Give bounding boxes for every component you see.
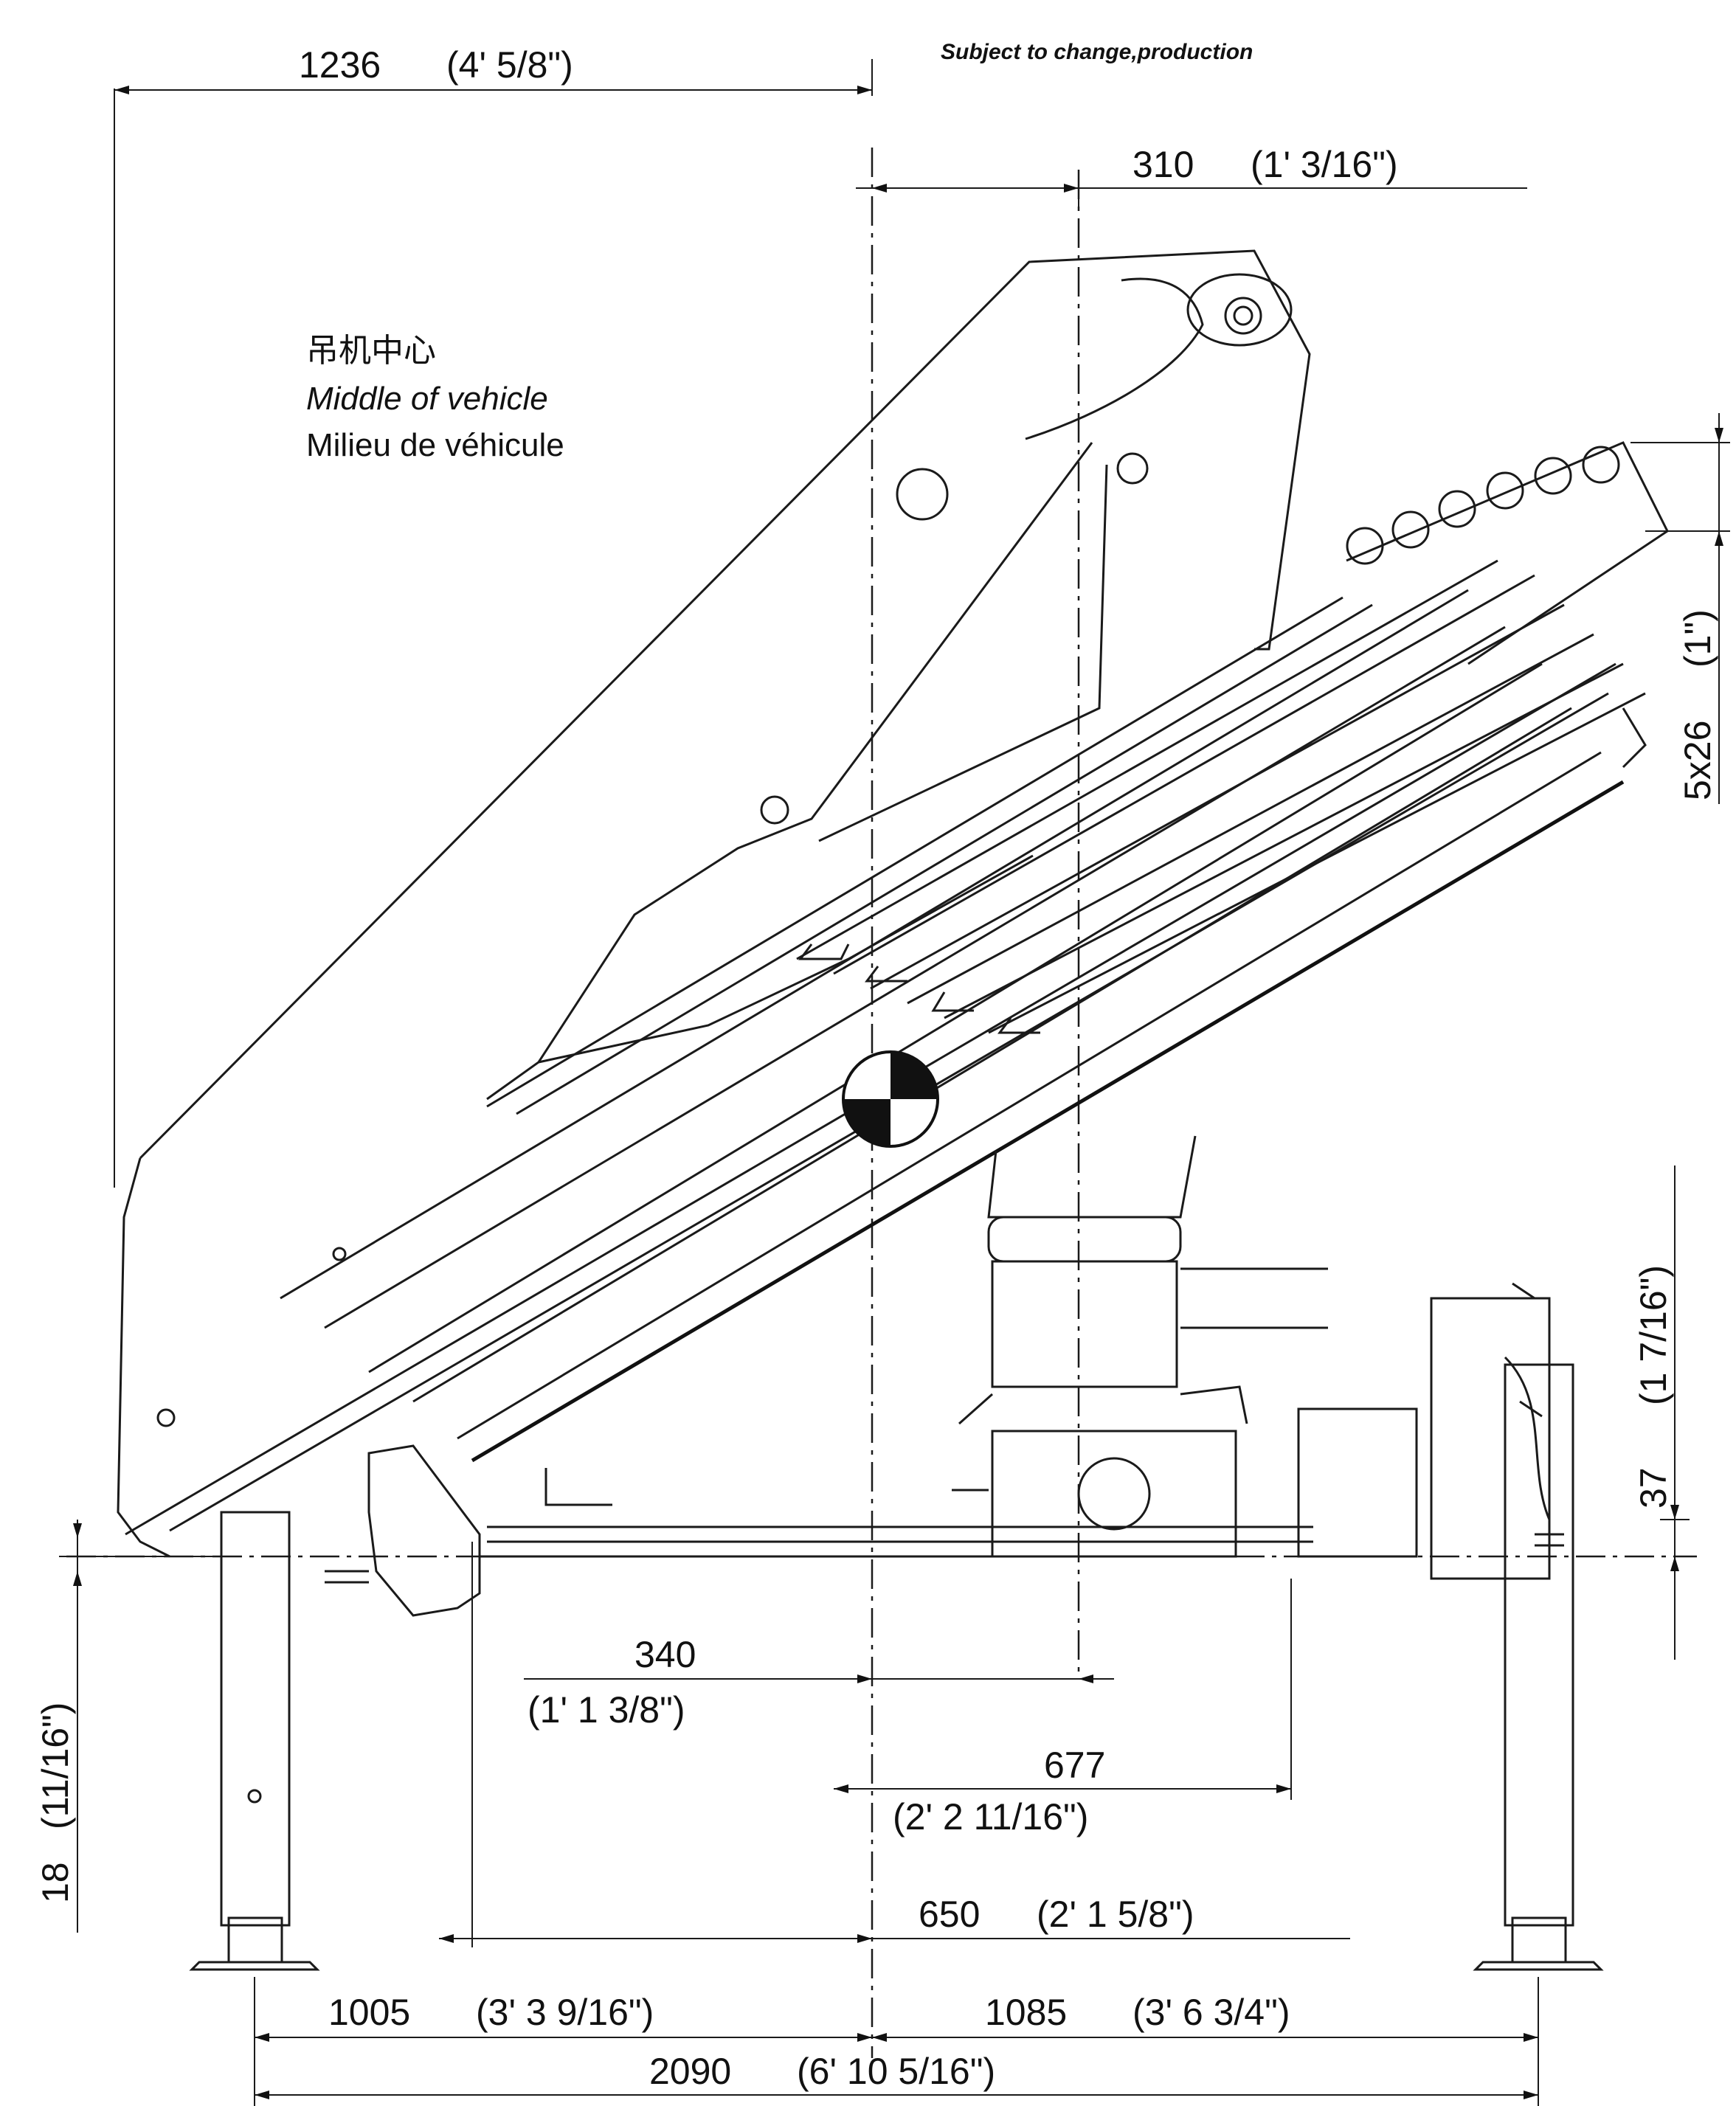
dim-top-offset: 310 — [1132, 144, 1194, 185]
note-text: Subject to change,production — [941, 40, 1253, 64]
dim-right-span-imp: (3' 6 3/4") — [1132, 1992, 1290, 2033]
dim-right-hook-imp: (1") — [1677, 609, 1718, 668]
center-label-fr: Milieu de véhicule — [306, 427, 564, 463]
dim-total-span: 2090 — [649, 2051, 731, 2092]
knuckle-pin-inner — [1233, 305, 1253, 326]
lift-cylinder-rod — [538, 854, 1034, 1064]
knuckle-pin-outer — [1224, 297, 1262, 335]
right-outrigger-leg — [1473, 1363, 1604, 1971]
dim-left-height-imp: (11/16") — [35, 1703, 76, 1829]
knuckle-ring — [1186, 273, 1293, 347]
dim-top-offset-imp: (1' 3/16") — [1251, 144, 1398, 185]
boom-hole-2 — [1116, 452, 1149, 485]
dim-right-height: 37 — [1633, 1467, 1674, 1509]
dimension-lines — [59, 59, 1730, 2106]
dim-total-span-imp: (6' 10 5/16") — [797, 2051, 995, 2092]
inner-boom-base — [117, 1157, 170, 1558]
center-label-en: Middle of vehicle — [306, 381, 548, 417]
dim-650-imp: (2' 1 5/8") — [1037, 1894, 1194, 1935]
center-of-gravity-icon — [842, 1050, 939, 1148]
dim-right-height-imp: (1 7/16") — [1633, 1265, 1674, 1405]
boom-hole-4 — [332, 1247, 347, 1261]
boom-hole-3 — [760, 795, 789, 825]
center-label-zh: 吊机中心 — [306, 333, 436, 369]
knuckle-head — [1025, 277, 1204, 440]
crane-outline — [66, 148, 1697, 2058]
dim-right-span: 1085 — [985, 1992, 1067, 2033]
left-outrigger-cylinder — [367, 1444, 481, 1617]
chassis-frame — [480, 1282, 1551, 1580]
dim-340: 340 — [634, 1634, 696, 1675]
dim-left-height: 18 — [35, 1862, 76, 1903]
boom-hole-5 — [156, 1408, 176, 1427]
dim-left-span: 1005 — [328, 1992, 410, 2033]
hook-tips — [1346, 441, 1669, 769]
dim-677-imp: (2' 2 11/16") — [893, 1796, 1088, 1837]
inner-boom — [139, 249, 1311, 1160]
dim-top-width-imp: (4' 5/8") — [446, 44, 573, 86]
dim-left-span-imp: (3' 3 9/16") — [476, 1992, 654, 2033]
extension-booms — [125, 559, 1646, 1536]
dim-top-width: 1236 — [299, 44, 381, 86]
dim-650: 650 — [919, 1894, 980, 1935]
lift-cylinder — [486, 442, 1108, 1101]
dim-677: 677 — [1044, 1745, 1105, 1786]
center-label: 吊机中心 Middle of vehicle Milieu de véhicul… — [306, 333, 564, 463]
boom-hole-1 — [896, 468, 949, 521]
dim-right-hook: 5x26 — [1677, 721, 1718, 800]
dim-340-imp: (1' 1 3/8") — [528, 1689, 685, 1731]
left-outrigger-leg — [189, 1444, 481, 1971]
crane-column — [958, 1135, 1328, 1558]
